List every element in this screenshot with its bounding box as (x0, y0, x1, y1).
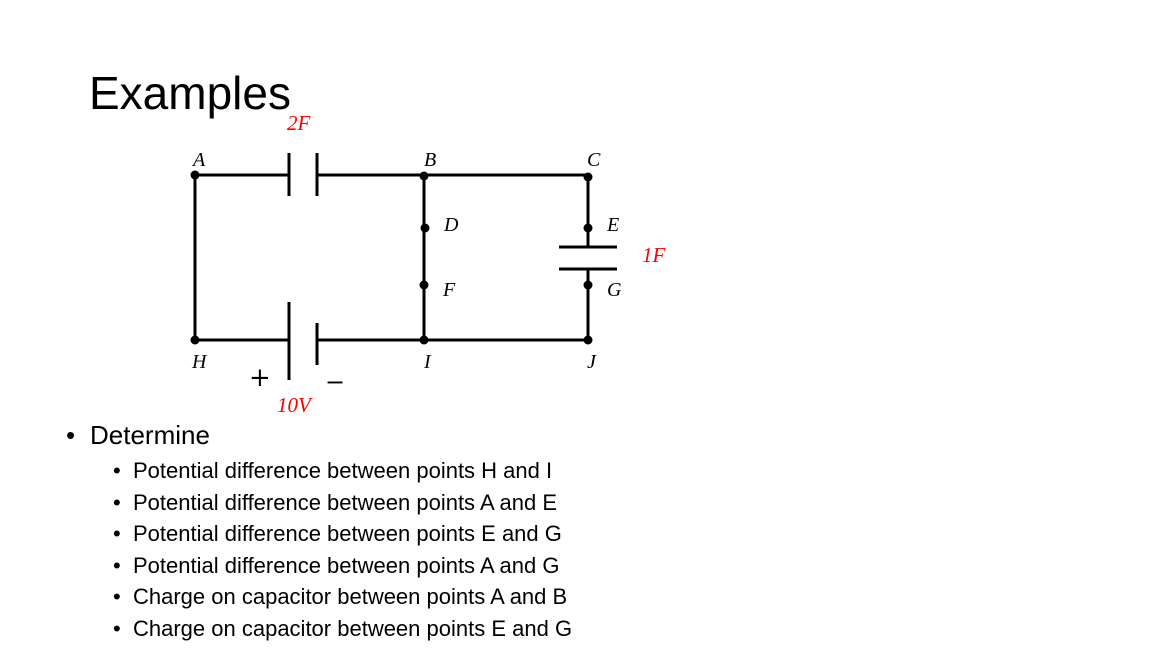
sub-bullet: Charge on capacitor between points E and… (90, 613, 572, 645)
slide-title: Examples (89, 67, 291, 119)
battery-minus-sign: − (325, 368, 345, 396)
battery-label: 10V (277, 393, 313, 417)
bullet-determine-text: Determine (90, 420, 210, 450)
node-label-d: D (443, 214, 459, 236)
battery (287, 302, 319, 380)
node-label-a: A (191, 149, 206, 171)
node-dots (190, 170, 593, 345)
node-label-i: I (423, 351, 432, 373)
node-label-f: F (442, 279, 456, 301)
node-label-j: J (587, 351, 597, 373)
node-label-c: C (587, 149, 601, 171)
node-label-h: H (191, 351, 208, 373)
sub-bullet: Charge on capacitor between points A and… (90, 581, 572, 613)
node-label-b: B (424, 149, 436, 171)
capacitor-2f (287, 153, 319, 196)
bullet-list: Determine Potential difference between p… (66, 420, 572, 644)
capacitor-1f-label: 1F (642, 243, 666, 267)
battery-plus-sign: + (249, 363, 271, 393)
sub-bullet: Potential difference between points H an… (90, 455, 572, 487)
sub-bullet: Potential difference between points E an… (90, 518, 572, 550)
capacitor-2f-label: 2F (287, 111, 311, 135)
sub-bullet-list: Potential difference between points H an… (90, 455, 572, 644)
node-label-e: E (606, 214, 619, 236)
wires (193, 173, 590, 342)
node-label-g: G (607, 279, 622, 301)
sub-bullet: Potential difference between points A an… (90, 550, 572, 582)
capacitor-1f (559, 245, 617, 271)
bullet-determine: Determine Potential difference between p… (66, 420, 572, 644)
sub-bullet: Potential difference between points A an… (90, 487, 572, 519)
